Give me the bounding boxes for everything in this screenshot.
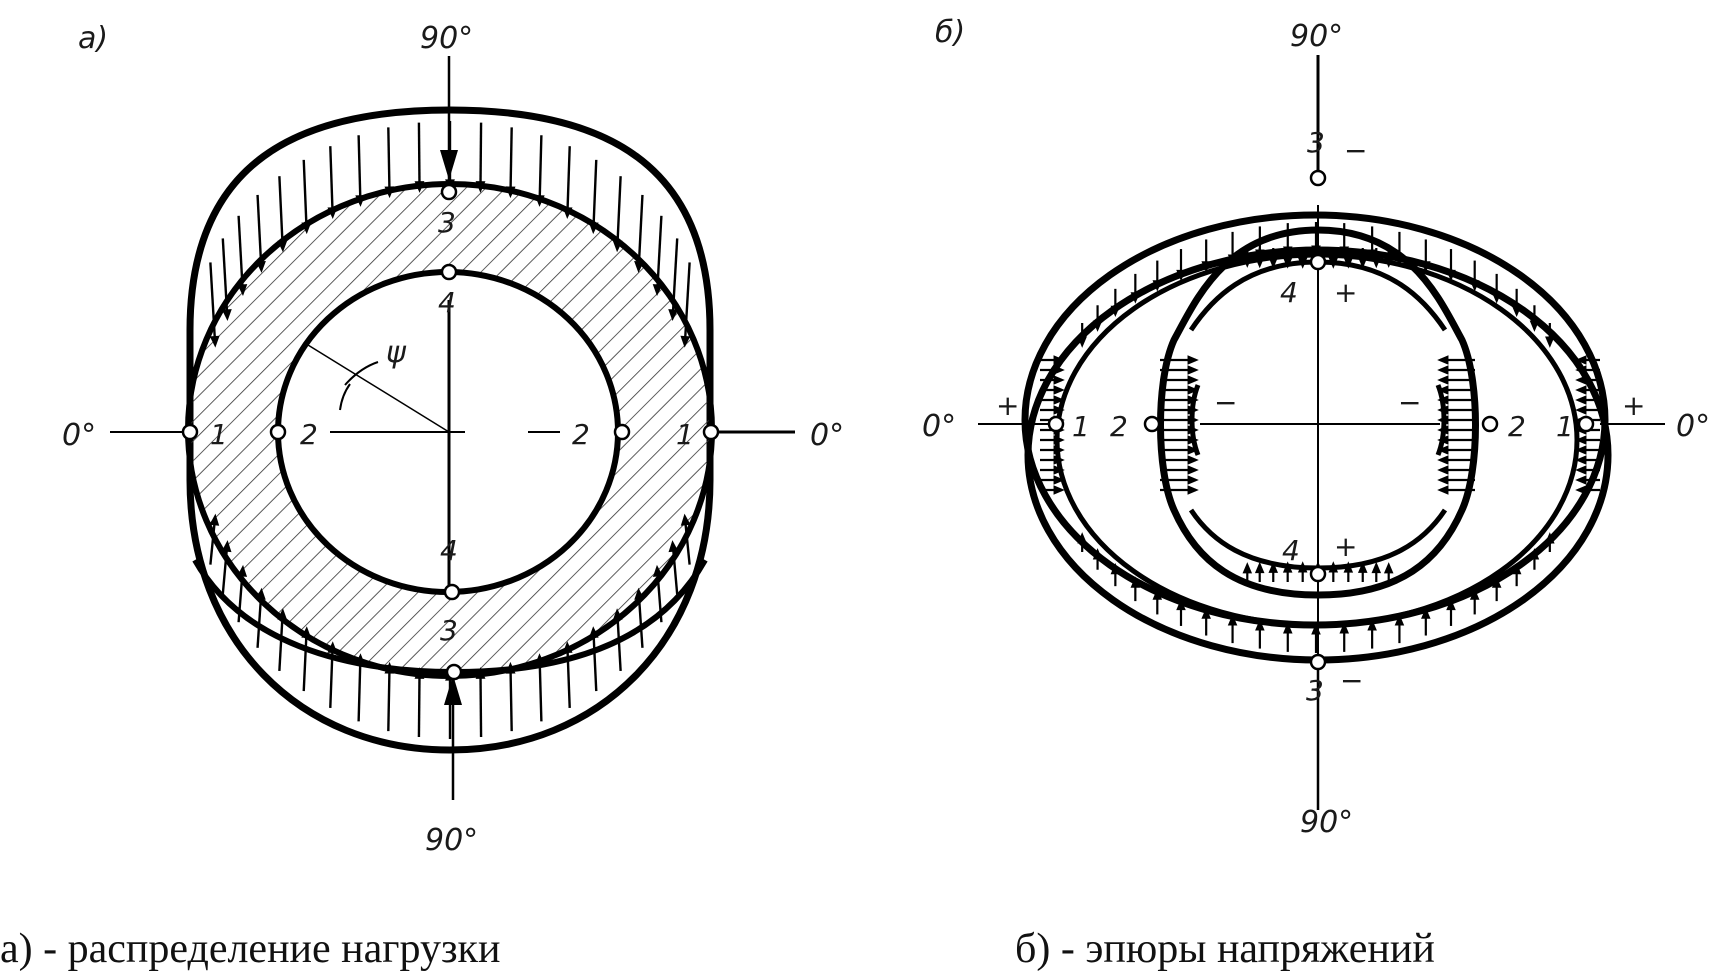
- panel-a-pt4-top: 4: [438, 286, 456, 319]
- panel-b-sign-left-inner: −: [1214, 386, 1237, 419]
- panel-b-pt2-right: 2: [1508, 410, 1526, 443]
- panel-b-sign-right-inner: −: [1398, 386, 1421, 419]
- panel-a-pt2-right: 2: [572, 418, 590, 451]
- panel-a-nodes: [181, 183, 720, 681]
- panel-a-pt1-right: 1: [676, 418, 694, 451]
- panel-a-pt3-bottom: 3: [440, 614, 458, 647]
- panel-b-angle-right: 0°: [1676, 409, 1710, 444]
- panel-b-angle-left: 0°: [922, 409, 956, 444]
- panel-b-sign-4-bottom: +: [1334, 530, 1357, 563]
- panel-b-letter: б): [935, 15, 965, 50]
- panel-b-pt4-top: 4: [1280, 276, 1298, 309]
- panel-a-pt4-bottom: 4: [440, 534, 458, 567]
- panel-b-pt3-top: 3: [1307, 126, 1325, 159]
- panel-b: б): [922, 15, 1710, 840]
- panel-b-pt3-bottom: 3: [1306, 674, 1324, 707]
- caption-stress-diagrams: б) - эпюры напряжений: [1015, 926, 1435, 972]
- panel-b-sign-right-outer: +: [1622, 389, 1645, 422]
- panel-a: а): [62, 21, 844, 858]
- panel-b-angle-top: 90°: [1290, 19, 1343, 54]
- panel-a-psi: ψ: [386, 335, 407, 370]
- panel-b-pt4-bottom: 4: [1282, 534, 1300, 567]
- panel-a-angle-bottom: 90°: [425, 823, 478, 858]
- panel-b-pt1-left: 1: [1072, 410, 1090, 443]
- panel-b-pt1-right: 1: [1556, 410, 1574, 443]
- panel-b-nodes: [1047, 169, 1595, 671]
- panel-a-angle-top: 90°: [420, 21, 473, 56]
- panel-b-sign-bottom: −: [1340, 664, 1363, 697]
- panel-b-angle-bottom: 90°: [1300, 805, 1353, 840]
- panel-a-pt1-left: 1: [210, 418, 228, 451]
- panel-b-sign-left-outer: +: [996, 389, 1019, 422]
- panel-a-load-contour: [186, 106, 714, 754]
- panel-a-letter: а): [78, 21, 108, 56]
- panel-b-sign-4-top: +: [1334, 276, 1357, 309]
- caption-load-distribution: а) - распределение нагрузки: [0, 926, 501, 972]
- panel-b-sign-top: −: [1344, 134, 1367, 167]
- panel-a-pt2-left: 2: [300, 418, 318, 451]
- panel-a-angle-right: 0°: [810, 418, 844, 453]
- panel-b-pt2-left: 2: [1110, 410, 1128, 443]
- panel-a-angle-left: 0°: [62, 418, 96, 453]
- panel-a-load-arrows: [209, 121, 691, 739]
- panel-a-pt3-top: 3: [438, 206, 456, 239]
